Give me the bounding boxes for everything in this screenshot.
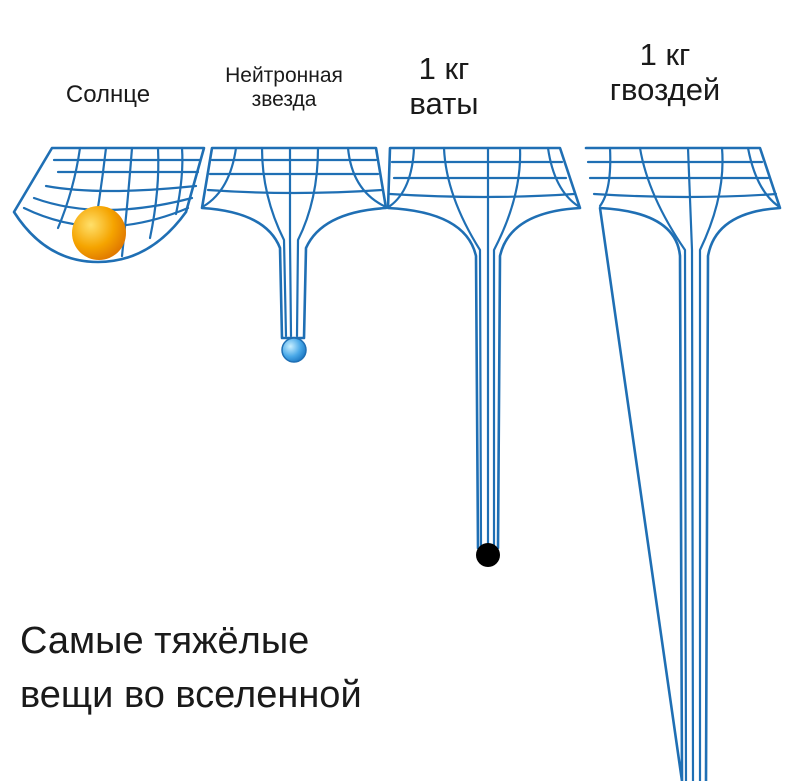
sun-label: Солнце [48, 81, 168, 109]
nails-label-line-2: гвоздей [609, 71, 721, 107]
caption-line-2: вещи во вселенной [20, 673, 362, 716]
cotton-grid [386, 146, 582, 550]
sun-ball [72, 206, 126, 260]
nails-label: 1 кг гвоздей [580, 37, 750, 107]
cotton-label: 1 кг ваты [384, 51, 504, 121]
neutron-star-label-line-2: звезда [251, 87, 317, 111]
nails-grid [584, 146, 782, 781]
meme-caption: Самые тяжёлые вещи во вселенной [20, 615, 460, 723]
neutron-star-label-line-1: Нейтронная [225, 64, 343, 87]
nails-label-line-1: 1 кг [639, 37, 691, 72]
neutron-star-grid [200, 146, 388, 340]
neutron-star-ball [281, 337, 307, 363]
sun-label-text: Солнце [65, 81, 151, 108]
caption-line-1: Самые тяжёлые [20, 620, 310, 662]
cotton-label-line-1: 1 кг [418, 51, 470, 86]
cotton-label-line-2: ваты [409, 85, 479, 121]
cotton-ball [476, 543, 500, 567]
neutron-star-label: Нейтронная звезда [196, 64, 372, 111]
